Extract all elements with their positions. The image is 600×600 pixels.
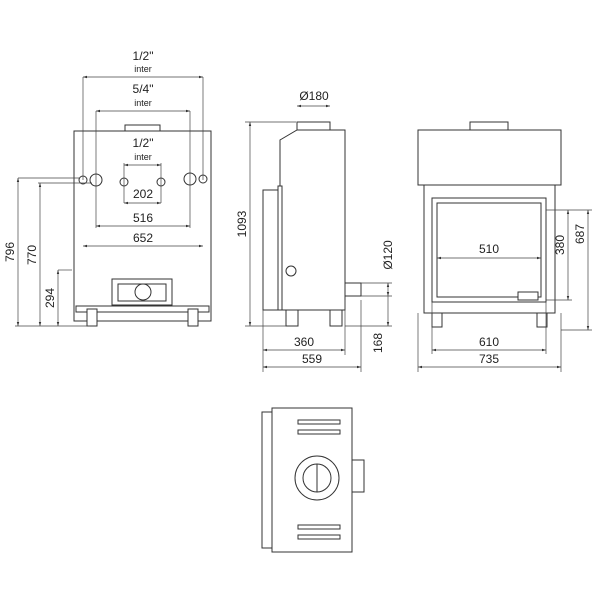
dim-label: 5/4"	[133, 82, 154, 96]
dim-label: 360	[294, 335, 314, 349]
top-view	[261, 407, 365, 553]
dim-label: 610	[479, 335, 499, 349]
front-view: 1/2" inter 5/4" inter 1/2" inter 202 516…	[3, 49, 212, 327]
flue-collar	[124, 124, 161, 132]
dim-label: 516	[133, 211, 153, 225]
glass	[436, 202, 542, 298]
dim-note: inter	[134, 152, 152, 162]
dim-label: 510	[479, 242, 499, 256]
flue-collar	[469, 121, 509, 131]
air-inlet	[351, 459, 365, 493]
dim-label: 294	[43, 288, 57, 308]
dim-label: 687	[573, 224, 587, 244]
dim-label: Ø180	[299, 89, 329, 103]
dim-label: 202	[133, 187, 153, 201]
dim-label: 770	[25, 245, 39, 265]
handle	[517, 291, 539, 301]
dim-label: 168	[371, 333, 385, 353]
dim-note: inter	[134, 64, 152, 74]
dim-label: Ø120	[381, 240, 395, 270]
side-view: Ø180 1093 Ø120 168 360 559	[235, 89, 395, 372]
dim-label: 735	[479, 352, 499, 366]
top-hood	[417, 129, 562, 186]
dim-label: 559	[302, 352, 322, 366]
dim-label: 796	[3, 242, 17, 262]
dim-label: 1/2"	[133, 136, 154, 150]
air-inlet	[344, 282, 362, 297]
dim-label: 652	[133, 231, 153, 245]
foot	[86, 308, 98, 327]
dim-label: 1/2"	[133, 49, 154, 63]
dim-note: inter	[134, 98, 152, 108]
foot	[187, 308, 199, 327]
dim-label: 1093	[235, 210, 249, 237]
dim-label: 380	[553, 235, 567, 255]
glass-front-view: 510 380 687 610 735	[417, 121, 592, 372]
door-frame	[262, 189, 279, 311]
flue-collar	[296, 121, 331, 131]
